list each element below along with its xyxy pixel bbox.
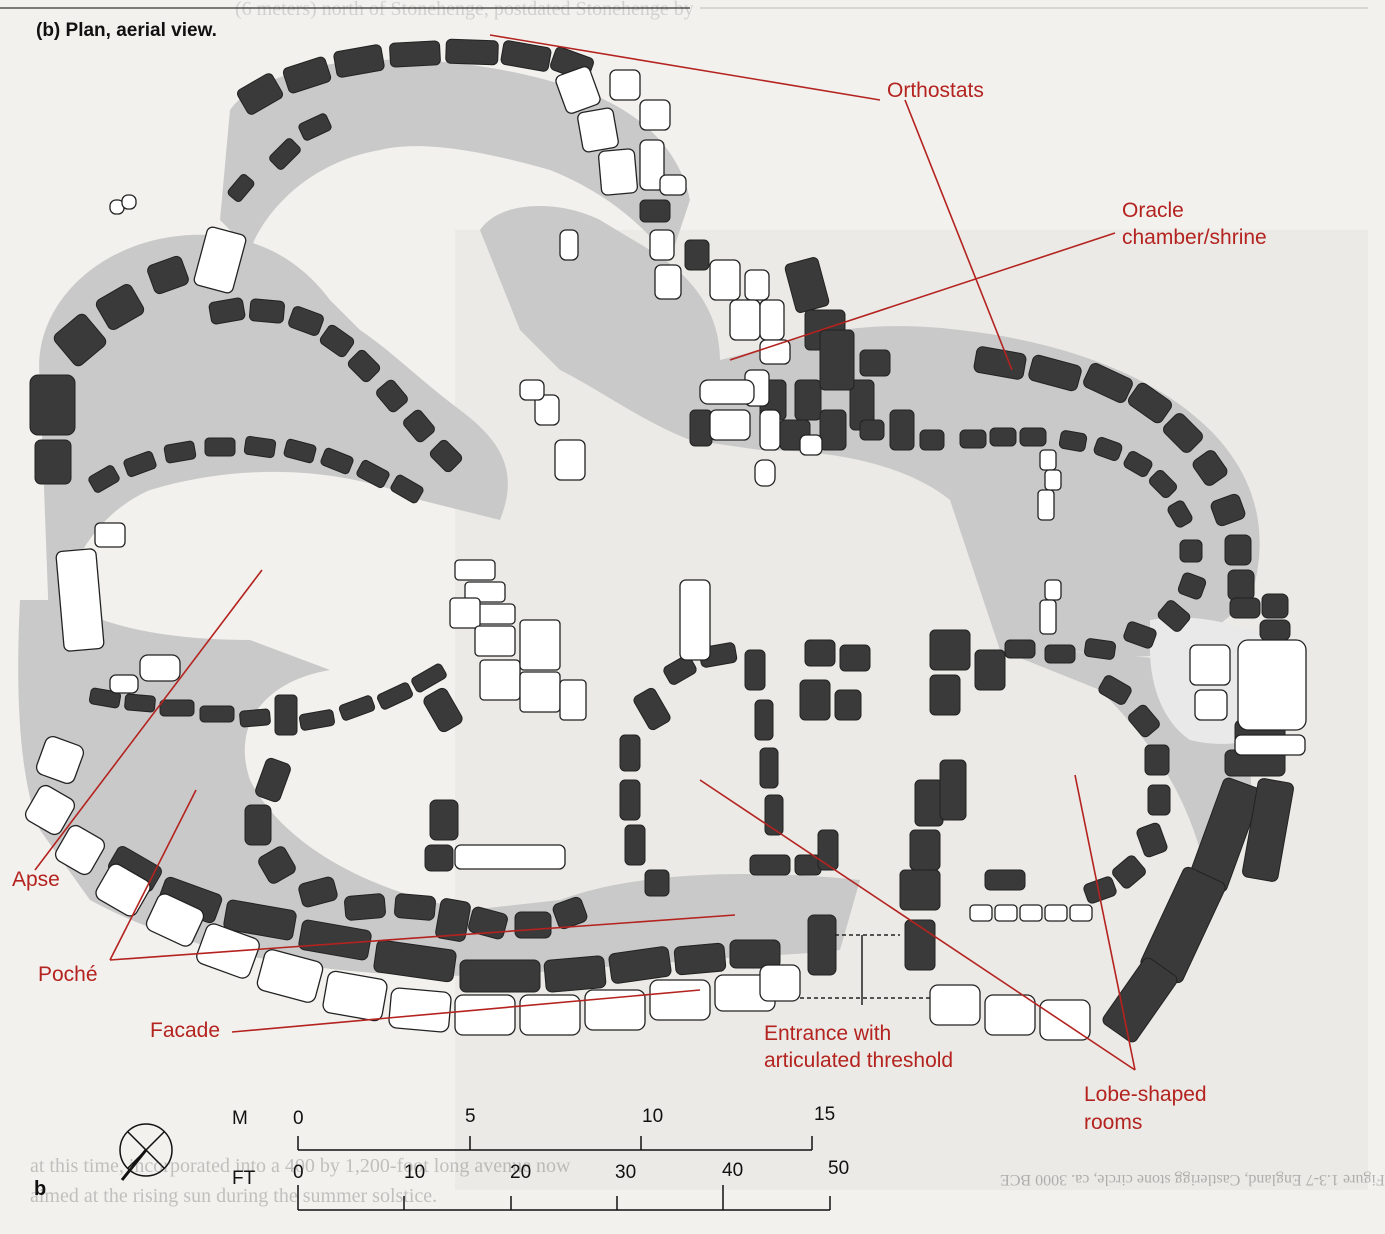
leader-facade bbox=[231, 989, 701, 1033]
scale-m-tick-5: 5 bbox=[465, 1106, 476, 1127]
label-lobe-line2: rooms bbox=[1084, 1111, 1143, 1134]
leader-oracle bbox=[729, 232, 1116, 361]
leader-poche-1 bbox=[109, 789, 197, 961]
scale-ft-tick-10: 10 bbox=[404, 1162, 426, 1183]
north-arrow-icon bbox=[119, 1123, 173, 1181]
scale-ft-tick-20: 20 bbox=[510, 1162, 532, 1183]
scale-ft-tick-40: 40 bbox=[722, 1160, 744, 1181]
panel-letter: b bbox=[34, 1178, 47, 1200]
label-oracle-line1: Oracle bbox=[1122, 199, 1184, 222]
label-orthostats: Orthostats bbox=[887, 79, 984, 102]
leader-orthostats-2 bbox=[904, 99, 1013, 371]
orthostats-dark bbox=[29, 38, 1294, 1043]
label-facade: Facade bbox=[150, 1019, 221, 1042]
leader-poche-2 bbox=[109, 914, 736, 961]
leader-lobe-2 bbox=[1074, 774, 1136, 1071]
outline-stones bbox=[24, 66, 1307, 1041]
scale-m-tick-0: 0 bbox=[293, 1108, 304, 1129]
label-entrance-line2: articulated threshold bbox=[764, 1049, 954, 1072]
scale-m-tick-10: 10 bbox=[642, 1106, 664, 1127]
scale-bar bbox=[297, 1136, 831, 1211]
show-through-text-bottom2: aimed at the rising sun during the summe… bbox=[30, 1185, 438, 1207]
scale-ft-tick-0: 0 bbox=[293, 1162, 304, 1183]
show-through-text-top: (6 meters) north of Stonehenge, postdate… bbox=[235, 0, 694, 20]
label-lobe-line1: Lobe-shaped bbox=[1084, 1083, 1207, 1106]
label-poche: Poché bbox=[38, 963, 98, 986]
figure-caption: (b) Plan, aerial view. bbox=[36, 20, 217, 41]
leader-apse bbox=[34, 569, 263, 871]
scale-ft-label: FT bbox=[232, 1168, 256, 1189]
label-apse: Apse bbox=[12, 868, 60, 891]
show-through-text-right: Figure 1.3-7 England, Castlerigg stone c… bbox=[1000, 1171, 1385, 1188]
scale-ft-tick-50: 50 bbox=[828, 1158, 850, 1179]
scale-ft-tick-30: 30 bbox=[615, 1162, 637, 1183]
label-entrance-line1: Entrance with bbox=[764, 1022, 892, 1045]
scale-m-tick-15: 15 bbox=[814, 1104, 836, 1125]
show-through-text-bottom1: at this time, incorporated into a 400 by… bbox=[30, 1155, 571, 1177]
scale-m-label: M bbox=[232, 1108, 248, 1129]
leader-lines bbox=[34, 34, 1136, 1071]
leader-lobe-1 bbox=[699, 779, 1136, 1071]
label-oracle-line2: chamber/shrine bbox=[1122, 226, 1267, 249]
leader-orthostats-1 bbox=[489, 34, 881, 101]
